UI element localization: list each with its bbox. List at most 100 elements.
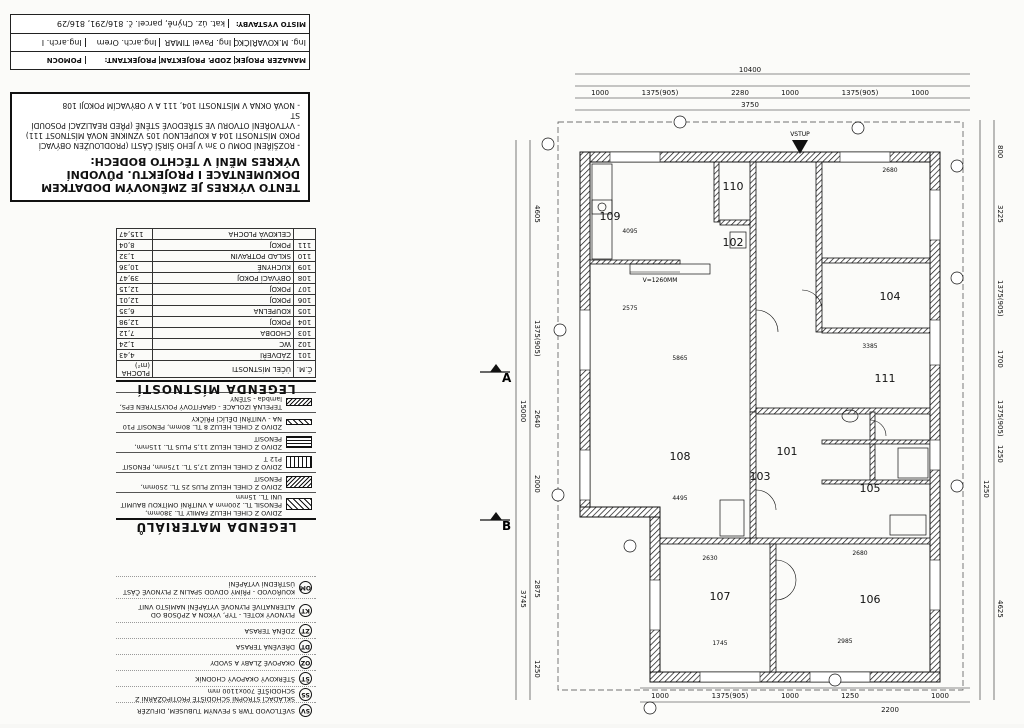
rooms-legend-title: LEGENDA MÍSTNOSTÍ xyxy=(116,380,316,396)
material-row: ZDIVO Z CIHEL HELUZ 17,5 TL. 175mm, PENO… xyxy=(116,451,316,472)
room-number: 101 xyxy=(777,445,798,458)
role-label: ZODP. PROJEKTANT: xyxy=(160,56,236,65)
dim-left: 1375(905) xyxy=(533,320,541,357)
role-name: Ing. M.KOVAŘÍČKOVÁ xyxy=(235,38,306,47)
room-dimension: 2630 xyxy=(702,555,717,562)
room-number: 111 xyxy=(875,372,896,385)
change-notice-line: - VYTVOŘENÍ OTVORU VE STŘEDOVÉ STĚNĚ (PŘ… xyxy=(31,111,300,131)
materials-legend-title: LEGENDA MATERIÁLŮ xyxy=(116,518,316,534)
room-dimension: 2680 xyxy=(882,167,897,174)
dim-left: 15000 xyxy=(519,400,527,422)
room-number: 109 xyxy=(600,210,621,223)
room-number: 102 xyxy=(723,236,744,249)
dim-top: 10400 xyxy=(739,66,761,74)
dim-left: 4605 xyxy=(533,205,541,223)
section-mark-a: A xyxy=(480,364,512,385)
rooms-legend: LEGENDA MÍSTNOSTÍ Č.M. ÚČEL MÍSTNOSTI PL… xyxy=(116,228,316,398)
dim-right: 1375(905) xyxy=(996,400,1004,437)
dim-left: 2875 xyxy=(533,580,541,598)
dim-right: 800 xyxy=(996,145,1004,158)
room-dimension: 3385 xyxy=(862,343,877,350)
dim-bottom: 2200 xyxy=(881,706,899,714)
material-row: ZDIVO Z CIHEL HELUZ 11,5 PLUS TL. 115mm,… xyxy=(116,431,316,452)
room-number: 104 xyxy=(880,290,901,303)
symbol-code-icon: OM xyxy=(299,581,312,594)
symbol-code-icon: OZ xyxy=(299,656,312,669)
dim-bottom: 1000 xyxy=(651,692,669,700)
dim-left: 1250 xyxy=(533,660,541,678)
room-number: 108 xyxy=(670,450,691,463)
room-number: 110 xyxy=(723,180,744,193)
role-name: Ing.arch. I xyxy=(11,38,86,47)
room-dimension: 1745 xyxy=(712,640,727,647)
grid-bubbles xyxy=(541,115,964,715)
dim-left: 3745 xyxy=(519,590,527,608)
terrace-outline xyxy=(557,121,964,691)
change-notice: TENTO VÝKRES JE ZMĚNOVÝM DODATKEM DOKUME… xyxy=(10,91,310,202)
symbol-code-icon: SS xyxy=(299,688,312,701)
dim-top: 1000 xyxy=(781,89,799,97)
dimension-lines-right xyxy=(979,120,995,700)
dim-bottom: 1000 xyxy=(781,692,799,700)
dim-top: 3750 xyxy=(741,101,759,109)
change-notice-heading: TENTO VÝKRES JE ZMĚNOVÝM DODATKEM DOKUME… xyxy=(41,154,300,194)
dim-right: 1250 xyxy=(996,445,1004,463)
material-row: ZDIVO Z CIHEL HELUZ PLUS 25 TL. 250mm, P… xyxy=(116,471,316,492)
material-swatch xyxy=(286,398,312,407)
title-block: MANAŽER PROJEKTU: ZODP. PROJEKTANT: PROJ… xyxy=(10,14,310,70)
dim-left: 2640 xyxy=(533,410,541,428)
room-number: 107 xyxy=(710,590,731,603)
dim-bottom: 1000 xyxy=(931,692,949,700)
dim-right: 4625 xyxy=(996,600,1004,618)
dimension-lines-left xyxy=(515,140,531,700)
material-swatch xyxy=(286,436,312,449)
symbol-code-icon: KT xyxy=(299,604,312,617)
dim-top: 2280 xyxy=(731,89,749,97)
role-label: PROJEKTANT: xyxy=(85,56,161,65)
dim-bottom: 1375(905) xyxy=(712,692,749,700)
dim-top: 1375(905) xyxy=(642,89,679,97)
symbol-code-icon: ZT xyxy=(299,624,312,637)
change-notice-line: - ROZŠÍŘENÍ DOMU O 3m V JEHO ŠIRŠÍ ČÁSTI… xyxy=(25,131,300,151)
room-number: 106 xyxy=(860,593,881,606)
room-number: 103 xyxy=(750,470,771,483)
door-swings xyxy=(755,289,887,601)
role-name: Ing. Pavel TIMAR xyxy=(160,38,236,47)
place-label: MÍSTO VÝSTAVBY: xyxy=(235,20,306,28)
room-dimension: 2680 xyxy=(852,550,867,557)
floor-plan: 10400 1000 1375(905) 2280 1000 1375(905)… xyxy=(330,60,1024,724)
materials-legend: LEGENDA MATERIÁLŮ ZDIVO Z CIHEL HELUZ FA… xyxy=(116,391,316,536)
dim-right: 3225 xyxy=(996,205,1004,223)
room-dimension: 4095 xyxy=(622,228,637,235)
material-row: ZDIVO Z CIHEL HELUZ 8 TL. 80mm, PENOSIT … xyxy=(116,411,316,432)
entry-label: VSTUP xyxy=(790,131,810,138)
symbol-code-icon: ŠT xyxy=(299,672,312,685)
section-label: A xyxy=(502,371,512,385)
role-label: POMOCN xyxy=(11,56,86,65)
dim-bottom: 1250 xyxy=(841,692,859,700)
dim-right: 1250 xyxy=(982,480,990,498)
